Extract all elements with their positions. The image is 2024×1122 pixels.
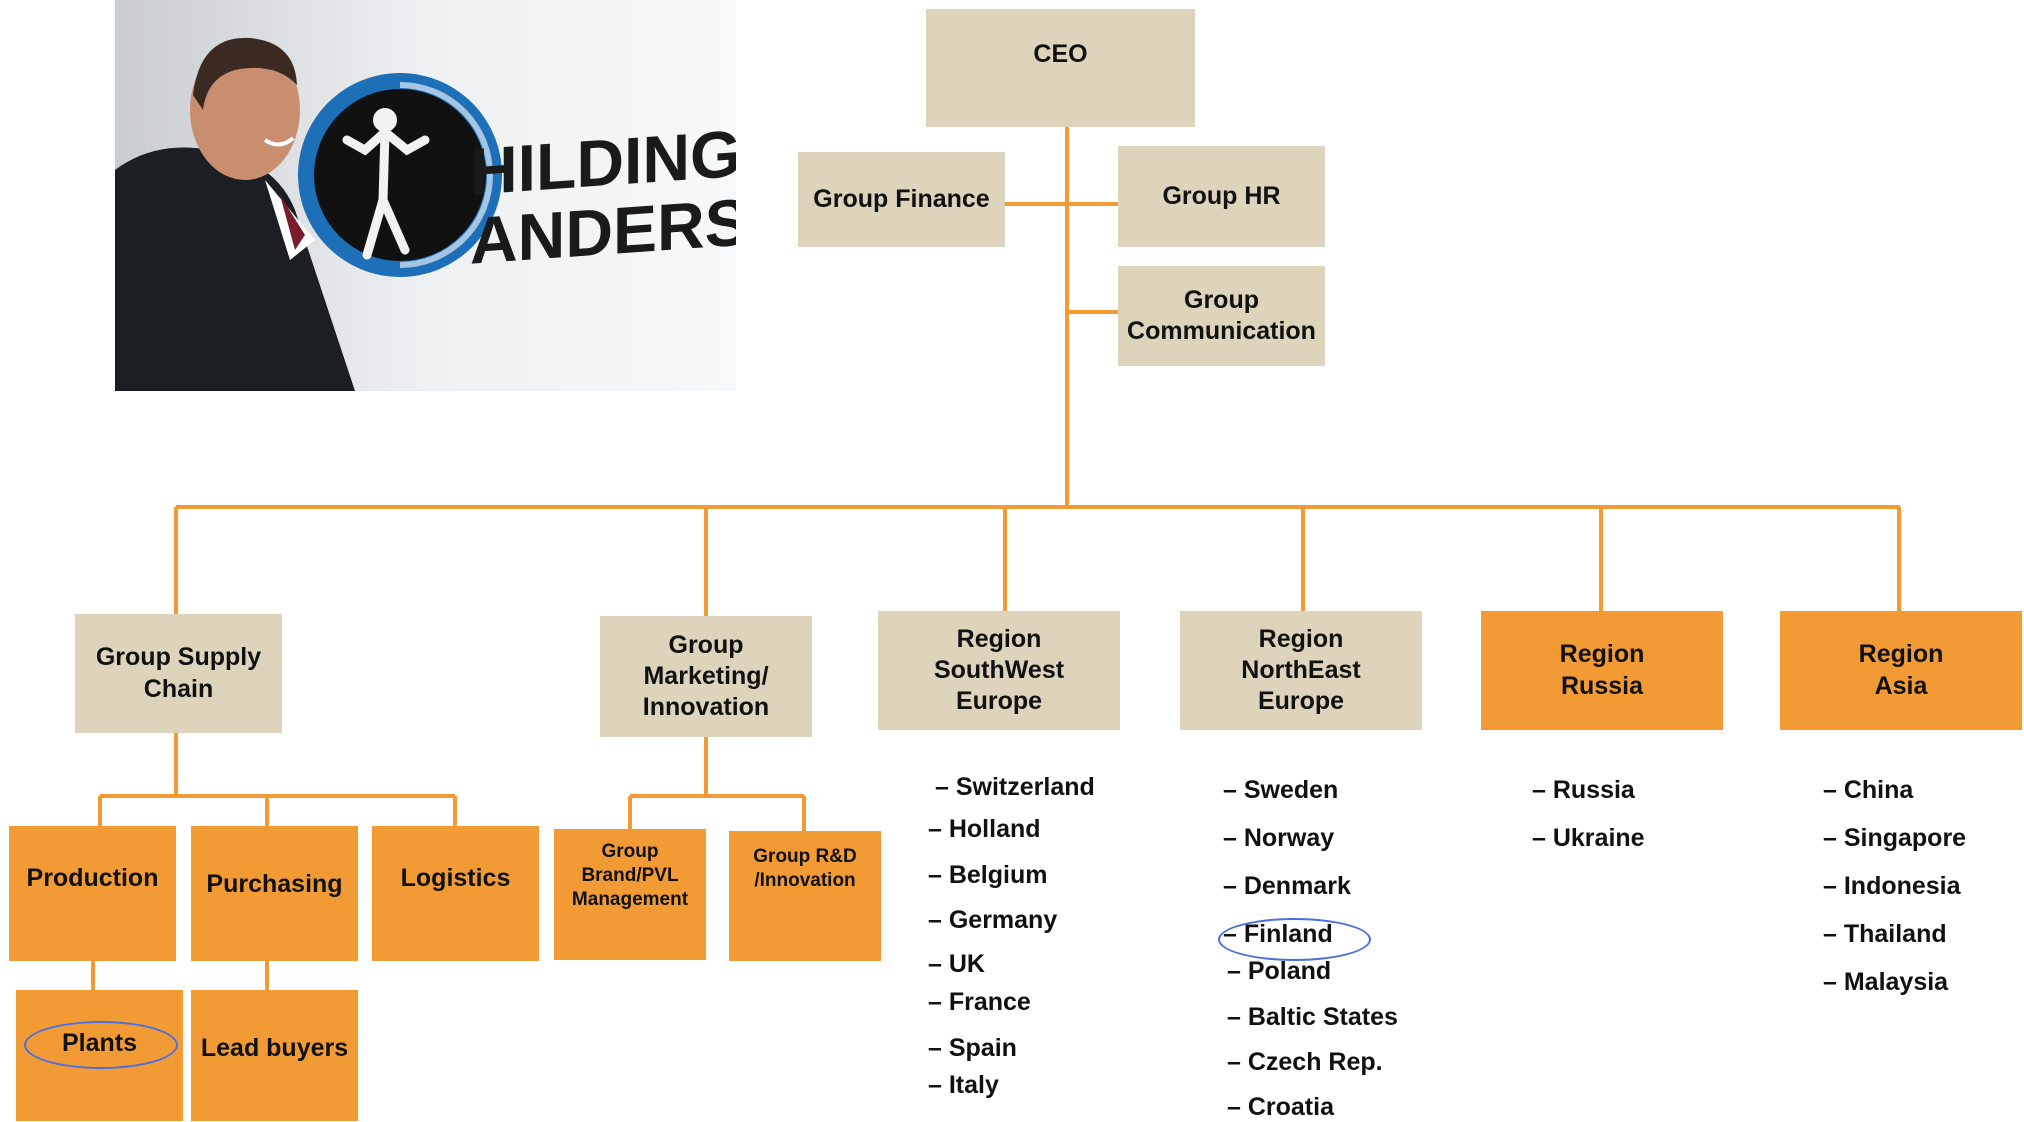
ceo-label: CEO (1033, 40, 1088, 68)
country-item: – Sweden (1223, 776, 1339, 804)
lead-buyers-label: Lead buyers (200, 1034, 349, 1062)
country-item: – Norway (1223, 824, 1335, 852)
executive-photo: HILDING ANDERS (115, 0, 736, 391)
country-item: – Denmark (1223, 872, 1351, 900)
country-item: – Czech Rep. (1227, 1048, 1383, 1076)
purchasing-label: Purchasing (206, 870, 343, 898)
country-item: – Switzerland (935, 773, 1095, 801)
group-supply-chain-box: Group Supply Chain (75, 614, 282, 733)
region-southwest-label: Region SouthWest Europe (933, 624, 1065, 716)
country-item: – Italy (928, 1071, 999, 1099)
group-rnd-box: Group R&D /Innovation (729, 831, 881, 961)
region-southwest-box: Region SouthWest Europe (878, 611, 1120, 730)
purchasing-box: Purchasing (191, 826, 358, 961)
logistics-label: Logistics (400, 864, 511, 892)
country-item: – Belgium (928, 861, 1048, 889)
region-asia-label: Region Asia (1858, 640, 1944, 700)
group-marketing-box: Group Marketing/ Innovation (600, 616, 812, 737)
country-item: – Croatia (1227, 1093, 1334, 1121)
group-hr-label: Group HR (1162, 181, 1281, 210)
group-brand-box: Group Brand/PVL Management (554, 829, 706, 960)
region-russia-box: Region Russia (1481, 611, 1723, 730)
country-item: – Russia (1532, 776, 1635, 804)
group-supply-chain-label: Group Supply Chain (95, 643, 262, 703)
country-item: – Germany (928, 906, 1058, 934)
plants-highlight-oval (24, 1021, 178, 1069)
country-item: – Poland (1227, 957, 1332, 985)
country-item: – Indonesia (1823, 872, 1961, 900)
group-brand-label: Group Brand/PVL Management (571, 841, 689, 910)
production-box: Production (9, 826, 176, 961)
country-item: – Ukraine (1532, 824, 1645, 852)
country-item: – Baltic States (1227, 1003, 1398, 1031)
lead-buyers-box: Lead buyers (191, 990, 358, 1121)
country-item: – France (928, 988, 1031, 1016)
country-item: – Spain (928, 1034, 1017, 1062)
logistics-box: Logistics (372, 826, 539, 961)
group-rnd-label: Group R&D /Innovation (753, 846, 857, 891)
finland-highlight-oval (1218, 918, 1371, 961)
country-item: – UK (928, 950, 985, 978)
region-northeast-box: Region NorthEast Europe (1180, 611, 1422, 730)
group-communication-label: Group Communication (1127, 285, 1316, 345)
region-asia-box: Region Asia (1780, 611, 2022, 730)
executive-photo-illustration (115, 0, 736, 391)
country-item: – China (1823, 776, 1914, 804)
ceo-box: CEO (926, 9, 1195, 127)
country-item: – Malaysia (1823, 968, 1949, 996)
region-russia-label: Region Russia (1559, 640, 1645, 700)
country-item: – Singapore (1823, 824, 1967, 852)
region-northeast-label: Region NorthEast Europe (1241, 624, 1361, 716)
group-finance-label: Group Finance (813, 184, 990, 213)
country-item: – Holland (928, 815, 1041, 843)
group-communication-box: Group Communication (1118, 266, 1325, 366)
group-finance-box: Group Finance (798, 152, 1005, 247)
country-item: – Thailand (1823, 920, 1947, 948)
group-hr-box: Group HR (1118, 146, 1325, 247)
production-label: Production (26, 864, 159, 892)
group-marketing-label: Group Marketing/ Innovation (642, 630, 770, 722)
